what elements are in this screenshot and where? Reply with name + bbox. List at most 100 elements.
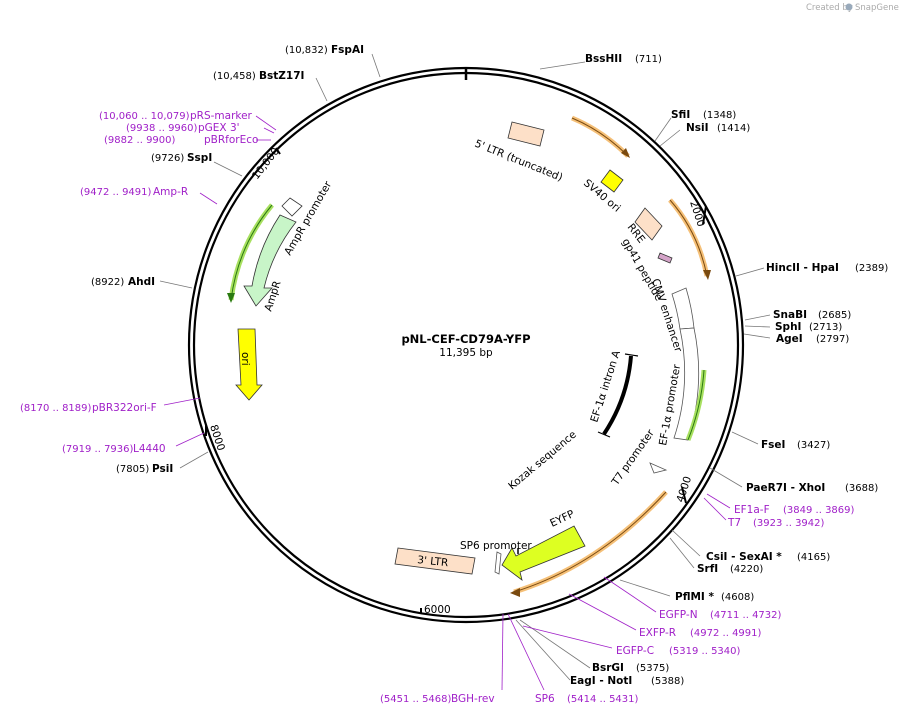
primer-ef1a-f-pos: (3849 .. 3869) bbox=[783, 505, 855, 516]
feature-ef1a-intron-cap-end bbox=[597, 431, 611, 438]
primer-labels: EF1a-F (3849 .. 3869) T7 (3923 .. 3942) … bbox=[20, 110, 855, 705]
leader-psii bbox=[179, 451, 209, 469]
site-sspi-pos: (9726) bbox=[151, 153, 184, 164]
feature-ampr-promoter: AmpR promoter bbox=[281, 179, 335, 258]
primer-leader-t7 bbox=[703, 497, 727, 521]
primer-leader-egfp-n bbox=[603, 576, 657, 613]
orf-line-left bbox=[230, 204, 273, 301]
site-sphi-pos: (2713) bbox=[809, 322, 842, 333]
site-sphi-name: SphI bbox=[775, 321, 801, 333]
feature-3-ltr-label: 3' LTR bbox=[417, 554, 449, 569]
site-xhoi-pos: (3688) bbox=[845, 483, 878, 494]
feature-ef1a-intron-shape bbox=[602, 355, 633, 436]
promoter-line-ef1a bbox=[687, 369, 705, 441]
tick-2000 bbox=[702, 205, 707, 225]
primer-leader-l4440 bbox=[175, 432, 205, 447]
site-agei-pos: (2797) bbox=[816, 334, 849, 345]
primer-pbrforeco-name: pBRforEco bbox=[204, 134, 258, 146]
primer-leader-ef1a-f bbox=[706, 493, 731, 509]
feature-sp6-promoter: SP6 promoter bbox=[460, 540, 532, 575]
site-sexai-name: CsiI - SexAI * bbox=[706, 551, 782, 563]
primer-leader-pbr322ori-f bbox=[163, 397, 201, 406]
feature-t7-promoter-label: T7 promoter bbox=[609, 427, 657, 489]
primer-egfp-c-name: EGFP-C bbox=[616, 645, 654, 657]
site-noti-name: EagI - NotI bbox=[570, 675, 632, 687]
tick-label-6000: 6000 bbox=[424, 604, 451, 616]
primer-prs-marker-pos: (10,060 .. 10,079) bbox=[99, 111, 190, 122]
site-sexai-pos: (4165) bbox=[797, 552, 830, 563]
feature-eyfp-label: EYFP bbox=[548, 508, 576, 530]
leader-sphi bbox=[744, 325, 771, 328]
site-bstz17i-pos: (10,458) bbox=[213, 71, 256, 82]
orf-arrow-left bbox=[227, 293, 235, 303]
site-hincii-pos: (2389) bbox=[855, 263, 888, 274]
primer-amp-r-pos: (9472 .. 9491) bbox=[80, 187, 152, 198]
site-bstz17i-name: BstZ17I bbox=[259, 70, 304, 82]
primer-leaders bbox=[163, 115, 731, 691]
feature-kozak-label: Kozak sequence bbox=[506, 429, 579, 493]
site-sfii-name: SfiI bbox=[671, 109, 690, 121]
leader-bstz17i bbox=[315, 77, 328, 102]
site-nsii-name: NsiI bbox=[686, 122, 709, 134]
feature-eyfp-shape bbox=[501, 525, 586, 581]
leader-sspi bbox=[213, 161, 243, 177]
snapgene-watermark: Created by SnapGene bbox=[806, 3, 899, 13]
primer-exfp-r-name: EXFP-R bbox=[639, 627, 676, 639]
feature-ampr-label: AmpR bbox=[262, 279, 283, 313]
feature-ori-label: ori bbox=[239, 352, 251, 366]
leader-sexai bbox=[671, 529, 701, 557]
watermark-brand: SnapGene bbox=[855, 3, 899, 13]
site-srfi-name: SrfI bbox=[697, 563, 718, 575]
site-ahdi-pos: (8922) bbox=[91, 277, 124, 288]
primer-t7-pos: (3923 .. 3942) bbox=[753, 518, 825, 529]
feature-3-ltr-shape bbox=[394, 547, 476, 575]
feature-ori: ori bbox=[235, 328, 263, 401]
leader-xhoi bbox=[709, 467, 743, 488]
orf-line-bottom bbox=[513, 491, 667, 593]
feature-t7-promoter-shape bbox=[649, 462, 668, 474]
primer-prs-marker-name: pRS-marker bbox=[190, 110, 253, 122]
primer-leader-pgex bbox=[263, 127, 275, 134]
primer-leader-egfp-c bbox=[522, 625, 613, 649]
primer-amp-r-name: Amp-R bbox=[153, 186, 188, 198]
feature-ori-shape bbox=[235, 328, 263, 401]
feature-sv40-ori: SV40 ori bbox=[581, 169, 624, 215]
orf-arrow-right bbox=[703, 270, 711, 280]
site-nsii-pos: (1414) bbox=[717, 123, 750, 134]
primer-egfp-n-name: EGFP-N bbox=[659, 609, 698, 621]
orf-line-right bbox=[669, 199, 708, 277]
watermark-prefix: Created by bbox=[806, 3, 853, 13]
site-noti-pos: (5388) bbox=[651, 676, 684, 687]
primer-ef1a-f-name: EF1a-F bbox=[734, 504, 770, 516]
feature-ampr-promoter-shape bbox=[281, 197, 303, 217]
feature-sv40-ori-shape bbox=[600, 169, 624, 193]
site-sspi-name: SspI bbox=[187, 152, 212, 164]
site-bsrgi-name: BsrGI bbox=[592, 662, 624, 674]
leader-bsshii bbox=[539, 61, 586, 70]
site-srfi-pos: (4220) bbox=[730, 564, 763, 575]
site-leaders bbox=[159, 53, 771, 681]
site-agei-name: AgeI bbox=[776, 333, 803, 345]
site-fspai-pos: (10,832) bbox=[285, 45, 328, 56]
leader-fsei bbox=[731, 431, 759, 445]
backbone bbox=[187, 66, 745, 624]
site-snabi-pos: (2685) bbox=[818, 310, 851, 321]
tick-4000 bbox=[681, 486, 687, 504]
orf-highlight-bottom bbox=[513, 490, 668, 595]
site-fsei-name: FseI bbox=[761, 439, 785, 451]
feature-ef1a-intron: EF-1α intron A bbox=[588, 348, 639, 438]
primer-t7-name: T7 bbox=[727, 517, 741, 529]
orf-highlight-top bbox=[571, 115, 630, 158]
feature-5-ltr-shape bbox=[507, 121, 545, 147]
feature-sp6-promoter-shape bbox=[494, 551, 502, 575]
feature-5-ltr-label: 5' LTR (truncated) bbox=[473, 138, 564, 184]
site-psii-name: PsiI bbox=[152, 463, 173, 475]
leader-snabi bbox=[744, 314, 771, 321]
site-fspai-name: FspAI bbox=[331, 44, 364, 56]
site-pflmi-name: PflMI * bbox=[675, 591, 714, 603]
site-hincii-name: HincII - HpaI bbox=[766, 262, 839, 274]
primer-pbr322ori-f-pos: (8170 .. 8189) bbox=[20, 403, 92, 414]
primer-egfp-c-pos: (5319 .. 5340) bbox=[669, 646, 741, 657]
plasmid-size: 11,395 bp bbox=[439, 347, 493, 359]
